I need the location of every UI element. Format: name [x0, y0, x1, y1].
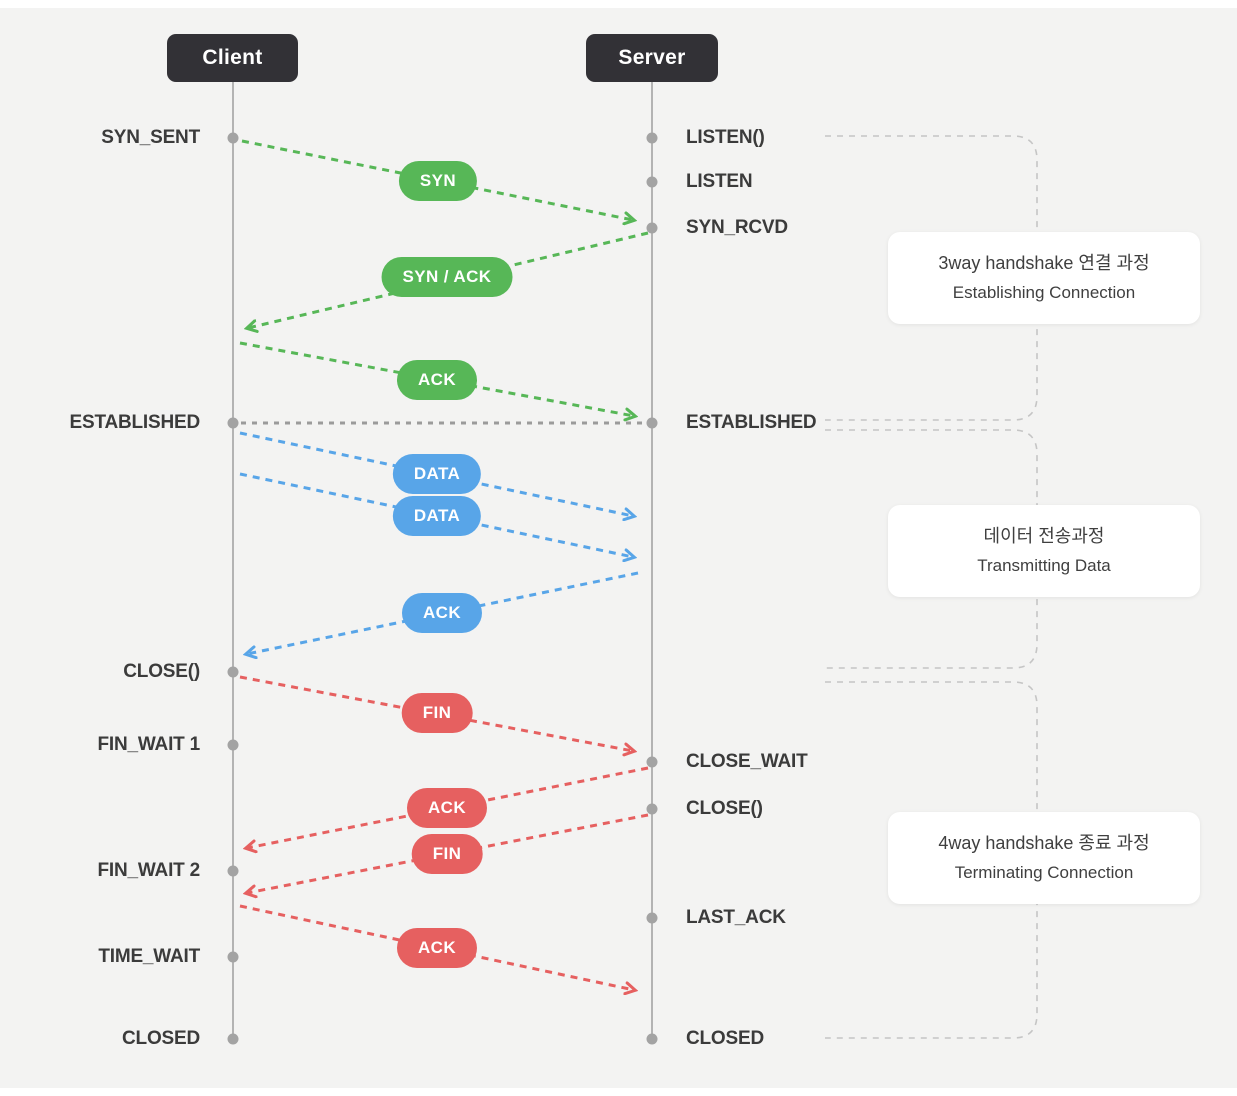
annotation-terminating-korean: 4way handshake 종료 과정	[938, 833, 1150, 853]
annotation-establishing-english: Establishing Connection	[952, 283, 1136, 302]
dot-client-fin-wait-2	[227, 865, 239, 877]
message-pill-fin-1: FIN	[401, 693, 473, 733]
server-state-close-call: CLOSE()	[686, 798, 763, 819]
dot-server-syn-rcvd	[646, 222, 658, 234]
client-state-established: ESTABLISHED	[69, 412, 201, 433]
dot-server-close-call	[646, 803, 658, 815]
bracket-transmitting	[825, 429, 1038, 669]
annotation-terminating: 4way handshake 종료 과정 Terminating Connect…	[888, 812, 1200, 904]
server-state-close-wait: CLOSE_WAIT	[686, 751, 808, 772]
annotation-establishing-korean: 3way handshake 연결 과정	[938, 253, 1150, 273]
dot-client-established	[227, 417, 239, 429]
dot-server-closed	[646, 1033, 658, 1045]
message-pill-ack-fin1: ACK	[406, 788, 488, 828]
actor-header-server: Server	[586, 34, 718, 82]
arrow-fin-2	[247, 813, 649, 893]
dot-client-fin-wait-1	[227, 739, 239, 751]
phase-brackets	[825, 135, 1038, 1039]
message-pill-fin-2: FIN	[411, 834, 483, 874]
dot-server-listen	[646, 176, 658, 188]
server-state-syn-rcvd: SYN_RCVD	[686, 217, 788, 238]
state-dots	[227, 132, 658, 1045]
server-state-established: ESTABLISHED	[686, 412, 817, 433]
dot-server-established	[646, 417, 658, 429]
bottom-margin	[0, 1088, 1237, 1096]
arrow-ack-fin1	[247, 766, 649, 848]
dot-server-listen-call	[646, 132, 658, 144]
message-pill-ack-last: ACK	[396, 928, 478, 968]
annotation-terminating-english: Terminating Connection	[954, 863, 1134, 882]
client-state-closed: CLOSED	[122, 1028, 200, 1049]
dot-client-time-wait	[227, 951, 239, 963]
actor-header-client: Client	[167, 34, 298, 82]
actor-label-server: Server	[618, 46, 686, 69]
actor-label-client: Client	[202, 46, 263, 69]
message-pill-syn-ack: SYN / ACK	[381, 257, 513, 297]
message-pill-data-1: DATA	[392, 454, 482, 494]
bracket-terminating	[825, 681, 1038, 1039]
annotation-transmitting-korean: 데이터 전송과정	[983, 526, 1105, 546]
message-pill-syn: SYN	[398, 161, 478, 201]
annotation-establishing: 3way handshake 연결 과정 Establishing Connec…	[888, 232, 1200, 324]
server-state-closed: CLOSED	[686, 1028, 764, 1049]
client-state-syn-sent: SYN_SENT	[101, 127, 200, 148]
annotation-transmitting: 데이터 전송과정 Transmitting Data	[888, 505, 1200, 597]
arrow-syn-ack	[248, 231, 649, 328]
dot-client-closed	[227, 1033, 239, 1045]
message-pill-ack-data: ACK	[401, 593, 483, 633]
dot-server-close-wait	[646, 756, 658, 768]
message-pill-ack-est: ACK	[396, 360, 478, 400]
client-state-fin-wait-1: FIN_WAIT 1	[97, 734, 200, 755]
client-state-fin-wait-2: FIN_WAIT 2	[97, 860, 200, 881]
message-pill-data-2: DATA	[392, 496, 482, 536]
server-state-listen: LISTEN	[686, 171, 753, 192]
client-state-time-wait: TIME_WAIT	[98, 946, 200, 967]
server-state-listen-call: LISTEN()	[686, 127, 765, 148]
server-state-last-ack: LAST_ACK	[686, 907, 786, 928]
top-margin	[0, 0, 1237, 8]
dot-client-syn-sent	[227, 132, 239, 144]
client-state-close: CLOSE()	[123, 661, 200, 682]
dot-client-close	[227, 666, 239, 678]
bracket-establishing	[825, 135, 1038, 421]
dot-server-last-ack	[646, 912, 658, 924]
annotation-transmitting-english: Transmitting Data	[977, 556, 1111, 575]
